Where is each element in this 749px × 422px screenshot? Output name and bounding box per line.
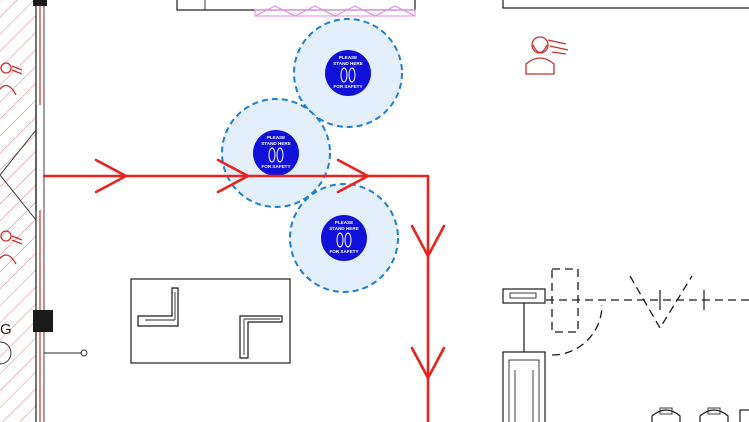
edge-label: G [0, 321, 12, 338]
marker-text-top: PLEASE [339, 55, 357, 60]
footprints-icon [336, 232, 352, 248]
corner-guard [137, 287, 179, 327]
chairs [651, 407, 749, 422]
door-swing [0, 174, 37, 221]
marker-text-bottom: FOR SAFETY [329, 249, 358, 254]
standing-zone: PLEASE STAND HERE FOR SAFETY [293, 18, 403, 128]
kiosk [502, 288, 546, 422]
door-swing [0, 129, 37, 176]
top-counter [176, 0, 416, 17]
marker-text-bottom: FOR SAFETY [261, 164, 290, 169]
footprints-icon [340, 67, 356, 83]
person-icon [0, 62, 23, 96]
wall-post [33, 310, 53, 332]
route-line [42, 174, 430, 422]
marker-text-middle: STAND HERE [329, 226, 359, 231]
pin-node [80, 349, 88, 357]
standing-zone: PLEASE STAND HERE FOR SAFETY [221, 98, 331, 208]
arrow-down-icon [410, 224, 446, 258]
safety-marker [321, 215, 367, 261]
safety-marker [253, 130, 299, 176]
wall-post [33, 0, 47, 6]
edge-circle [0, 341, 12, 365]
footprints-icon [268, 147, 284, 163]
wall-hatching [0, 0, 36, 422]
arrow-right-icon [216, 158, 250, 194]
arrow-right-icon [336, 158, 370, 194]
standing-zone: PLEASE STAND HERE FOR SAFETY [289, 183, 399, 293]
circulation-route [42, 158, 446, 422]
marker-text-middle: STAND HERE [261, 141, 291, 146]
gate-barrier [546, 268, 749, 356]
arrow-down-icon [410, 346, 446, 380]
person-icon [525, 36, 569, 75]
marker-text-bottom: FOR SAFETY [333, 84, 362, 89]
table [130, 278, 291, 364]
marker-text-middle: STAND HERE [333, 61, 363, 66]
safety-marker [325, 50, 371, 96]
left-wall: G [0, 0, 88, 422]
person-icon [0, 230, 23, 265]
marker-text-top: PLEASE [267, 135, 285, 140]
top-right-wall [502, 0, 749, 9]
arrow-right-icon [94, 158, 128, 194]
corner-guard [239, 315, 283, 359]
marker-text-top: PLEASE [335, 220, 353, 225]
